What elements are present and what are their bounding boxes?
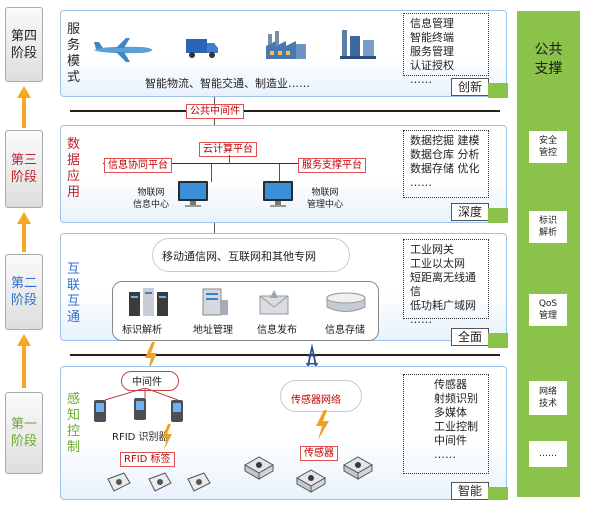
factory-icon: [266, 31, 306, 59]
public-middleware-label: 公共中间件: [186, 104, 244, 119]
stage-3-box: 第三 阶段: [5, 130, 43, 208]
support-more: ……: [529, 441, 567, 467]
support-security: 安全 管控: [529, 131, 567, 163]
info-collab-platform-label: 信息协同平台: [104, 158, 172, 173]
public-support-column: 公共 支撑 安全 管控 标识 解析 QoS 管理 网络 技术 ……: [517, 11, 580, 497]
data-green-bar: [488, 208, 508, 223]
data-side-list: 数据挖掘 建模 数据仓库 分析 数据存储 优化 ……: [403, 130, 489, 198]
stage-3-line1: 第三: [10, 153, 37, 168]
stage-1-box: 第一 阶段: [5, 392, 43, 474]
connector-line: [214, 223, 215, 233]
up-arrow-icon: [17, 334, 31, 388]
support-network-tech: 网络 技术: [529, 381, 567, 415]
rfid-tag-icon: [107, 472, 131, 492]
service-caption: 智能物流、智能交通、制造业……: [145, 77, 310, 90]
rfid-reader-icon: [94, 400, 106, 422]
service-tag-innovation: 创新: [451, 78, 490, 96]
lightning-icon: [162, 424, 172, 450]
airplane-icon: [94, 38, 152, 62]
sensing-side-list: 传感器 射频识别 多媒体 工业控制 中间件 ……: [403, 374, 489, 474]
stage-1-line1: 第一: [10, 417, 37, 432]
middleware-label: 中间件: [132, 377, 162, 388]
industrial-tower-icon: [340, 30, 376, 59]
truck-icon: [186, 39, 218, 58]
signal-tower-icon: [306, 343, 318, 371]
stage-3-line2: 阶段: [10, 170, 37, 185]
sensor-label: 传感器: [300, 446, 338, 461]
support-id-resolve: 标识 解析: [529, 211, 567, 243]
sensor-device-icon: [342, 456, 374, 480]
sensor-device-icon: [243, 456, 275, 480]
connector-line: [211, 164, 212, 182]
rfid-tag-label: RFID 标签: [120, 452, 175, 467]
rfid-reader-icon: [171, 400, 183, 422]
network-item-id-resolve: 标识解析: [122, 325, 162, 336]
platform-bus-line: [103, 163, 361, 164]
up-arrow-icon: [17, 212, 31, 252]
service-support-platform-label: 服务支撑平台: [298, 158, 366, 173]
server-icon: [129, 288, 168, 316]
sensor-device-icon: [295, 469, 327, 493]
sensor-network-label: 传感器网络: [291, 395, 341, 406]
rfid-tag-icon: [148, 472, 172, 492]
sensing-layer-title: 感知控制: [67, 392, 81, 455]
cloud-platform-label: 云计算平台: [199, 142, 257, 157]
service-side-list: 信息管理 智能终端 服务管理 认证授权 ……: [403, 13, 489, 86]
support-qos: QoS 管理: [529, 294, 567, 326]
middleware-cloud: [121, 371, 179, 391]
network-cloud: [152, 238, 350, 272]
monitor-icon: [263, 181, 293, 207]
sensing-green-bar: [488, 487, 508, 500]
rfid-reader-icon: [134, 398, 146, 420]
service-green-bar: [488, 83, 508, 98]
middleware-bus-line: [70, 110, 500, 112]
network-item-info-publish: 信息发布: [257, 325, 297, 336]
stage-1-line2: 阶段: [10, 434, 37, 449]
network-green-bar: [488, 333, 508, 348]
stage-2-line1: 第二: [10, 276, 37, 291]
network-layer-title: 互联互通: [67, 262, 81, 325]
monitor-icon: [178, 181, 208, 207]
connector-line: [279, 164, 280, 182]
data-tag-depth: 深度: [451, 203, 490, 221]
service-layer-title: 服务模式: [67, 22, 81, 85]
stage-2-line2: 阶段: [10, 293, 37, 308]
data-layer-title: 数据应用: [67, 137, 81, 200]
connector-lines: [104, 388, 179, 401]
network-tag-comprehensive: 全面: [451, 328, 490, 346]
network-item-address-mgmt: 地址管理: [193, 325, 233, 336]
rfid-tag-icon: [187, 472, 211, 492]
rfid-reader-label: RFID 识别器: [112, 432, 169, 443]
connector-line: [229, 155, 230, 164]
stage-4-line2: 阶段: [10, 45, 37, 61]
address-server-icon: [202, 288, 228, 316]
up-arrow-icon: [17, 86, 31, 128]
stage-4-line1: 第四: [10, 28, 37, 44]
sensor-network-cloud: [280, 380, 362, 412]
lightning-icon: [316, 410, 329, 440]
stage-2-box: 第二 阶段: [5, 254, 43, 330]
mgmt-center-label: 物联网 管理中心: [306, 188, 343, 210]
lightning-icon: [145, 342, 157, 372]
envelope-icon: [259, 290, 289, 315]
network-services-box: [112, 281, 379, 341]
stage-4-box: 第四 阶段: [5, 7, 43, 82]
network-item-info-storage: 信息存储: [325, 325, 365, 336]
network-cloud-text: 移动通信网、互联网和其他专网: [162, 250, 316, 263]
info-center-label: 物联网 信息中心: [132, 188, 169, 210]
sensing-tag-intelligent: 智能: [451, 482, 490, 500]
storage-disk-icon: [326, 292, 366, 312]
network-bus-line: [70, 354, 500, 356]
network-side-list: 工业网关 工业以太网 短距离无线通信 低功耗广域网 ……: [403, 239, 489, 326]
public-support-title: 公共 支撑: [534, 42, 563, 77]
